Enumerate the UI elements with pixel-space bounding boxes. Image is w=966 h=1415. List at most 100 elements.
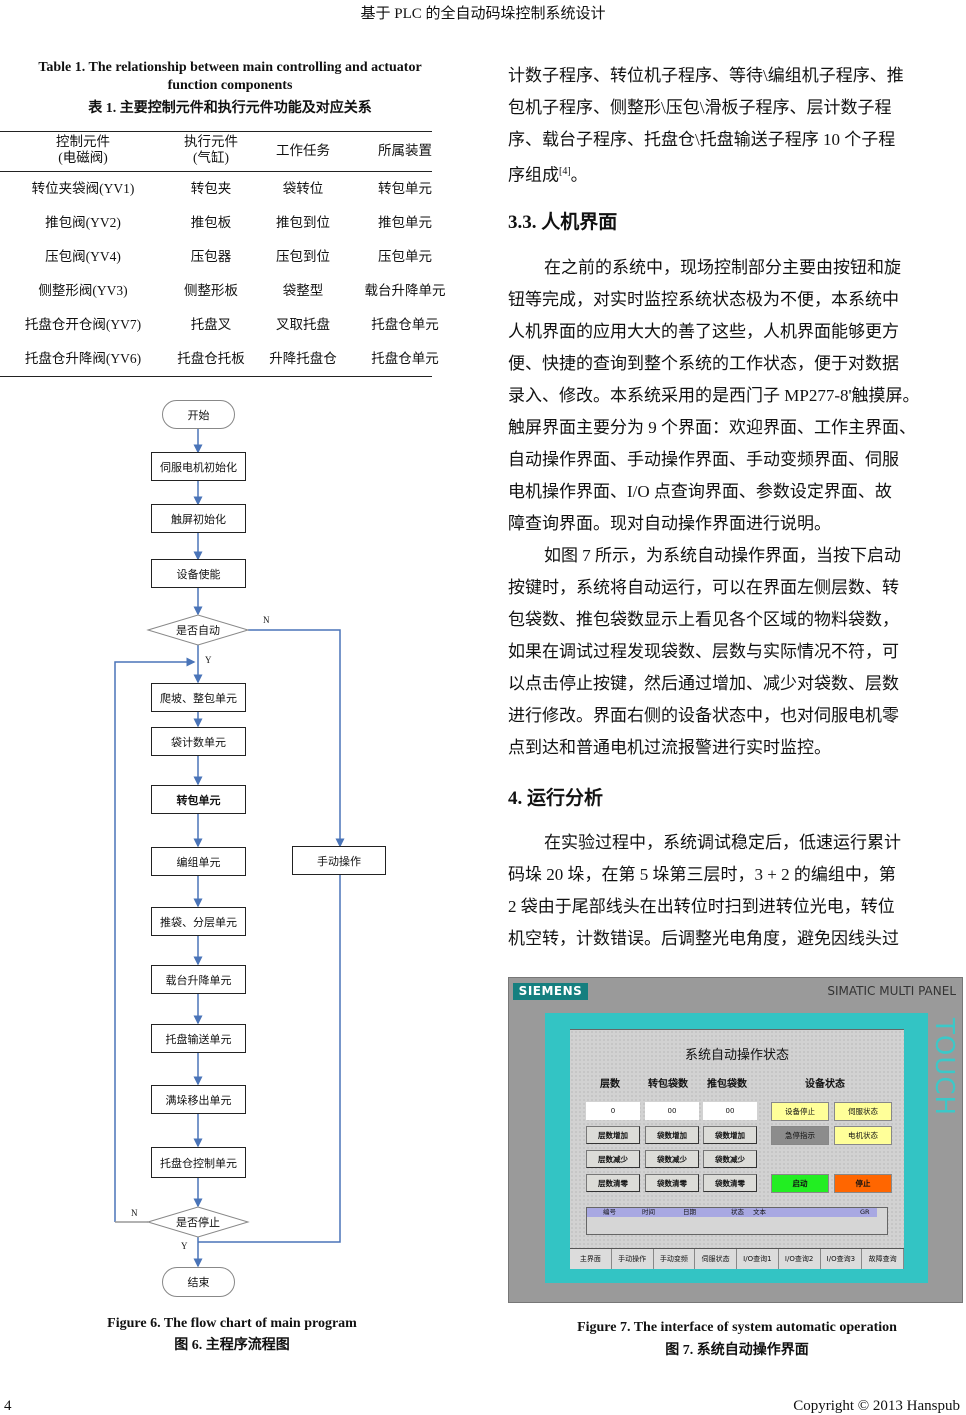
flow-step: 设备使能 <box>151 559 246 588</box>
panel-brand: SIMATIC MULTI PANEL <box>827 984 956 998</box>
alarm-col: 文本 <box>753 1208 766 1216</box>
table-cell: 托盘仓单元 <box>371 351 439 366</box>
hmi-adjust-button[interactable]: 袋数减少 <box>645 1150 699 1168</box>
table-cell: 压包单元 <box>378 249 432 264</box>
hmi-adjust-button[interactable]: 层数减少 <box>586 1150 640 1168</box>
table-cell: 推包到位 <box>276 215 330 230</box>
hmi-adjust-button[interactable]: 袋数清零 <box>645 1174 699 1192</box>
figure7-caption-zh: 图 7. 系统自动操作界面 <box>665 1343 809 1358</box>
table-cell: 转包单元 <box>378 181 432 196</box>
table-top-rule <box>0 131 432 132</box>
text-line: 计数子程序、转位机子程序、等待\编组机子程序、推 <box>508 66 904 85</box>
page-number: 4 <box>4 1398 12 1414</box>
no-label: N <box>131 1208 138 1218</box>
hmi-adjust-button[interactable]: 袋数增加 <box>645 1126 699 1144</box>
flow-step: 伺服电机初始化 <box>151 452 246 481</box>
figure6-caption-en: Figure 6. The flow chart of main program <box>107 1316 357 1331</box>
alarm-col: 编号 <box>603 1208 616 1216</box>
table-cell: 升降托盘仓 <box>269 351 337 366</box>
table-cell: 托盘仓开仓阀(YV7) <box>24 317 142 332</box>
flow-unit: 载台升降单元 <box>151 965 246 994</box>
decision-stop-label: 是否停止 <box>176 1217 220 1229</box>
citation-link[interactable]: [4] <box>559 166 571 177</box>
col-layers: 层数 <box>600 1079 620 1090</box>
text-line: 包机子程序、侧整形\压包\滑板子程序、层计数子程 <box>508 98 892 117</box>
section-heading-4: 4. 运行分析 <box>508 788 604 809</box>
text-line: 机空转，计数错误。后调整光电角度，避免因线头过 <box>508 929 899 948</box>
table-caption-en-2: function components <box>167 78 293 93</box>
table-cell: 载台升降单元 <box>364 283 446 298</box>
alarm-col: 日期 <box>683 1208 696 1216</box>
hmi-nav-button[interactable]: I/O查询3 <box>821 1249 863 1269</box>
alarm-table[interactable]: 编号 时间 日期 状态 文本 GR <box>586 1207 888 1235</box>
table-cell: 托盘叉 <box>190 317 232 332</box>
hmi-adjust-button[interactable]: 层数清零 <box>586 1174 640 1192</box>
col-transfer-bags: 转包袋数 <box>648 1079 688 1090</box>
hmi-nav-button[interactable]: 主界面 <box>570 1249 612 1269</box>
flow-unit: 爬坡、整包单元 <box>151 683 246 712</box>
text-line: 录入、修改。本系统采用的是西门子 MP277-8'触摸屏。 <box>508 386 920 405</box>
hmi-nav-button[interactable]: I/O查询2 <box>779 1249 821 1269</box>
yes-label: Y <box>181 1241 188 1251</box>
table-bottom-rule <box>0 376 432 377</box>
hmi-nav-button[interactable]: 伺服状态 <box>695 1249 737 1269</box>
copyright: Copyright © 2013 Hanspub <box>793 1398 960 1414</box>
flow-unit: 满垛移出单元 <box>151 1085 246 1114</box>
table-cell: 转包夹 <box>190 181 232 196</box>
hmi-nav-button[interactable]: 手动操作 <box>612 1249 654 1269</box>
flow-start: 开始 <box>162 400 235 429</box>
text-line: 进行修改。界面右侧的设备状态中，也对伺服电机零 <box>508 706 899 725</box>
push-bags-value-field[interactable]: 00 <box>703 1102 757 1120</box>
siemens-logo: SIEMENS <box>513 983 588 1000</box>
decision-stop-shape <box>146 1206 250 1238</box>
text-line: 2 袋由于尾部线头在出转位时扫到进转位光电，转位 <box>508 897 895 916</box>
start-button[interactable]: 启动 <box>771 1174 829 1193</box>
text: 序组成 <box>508 165 559 185</box>
no-label: N <box>263 615 270 625</box>
hmi-adjust-button[interactable]: 层数增加 <box>586 1126 640 1144</box>
stop-button[interactable]: 停止 <box>834 1174 892 1193</box>
text-line: 以点击停止按键，然后通过增加、减少对袋数、层数 <box>508 674 899 693</box>
hmi-adjust-button[interactable]: 袋数清零 <box>703 1174 757 1192</box>
table-header-cell: 所属装置 <box>378 143 432 158</box>
table-cell: 转位夹袋阀(YV1) <box>31 181 135 196</box>
header-line: 执行元件 <box>184 134 238 149</box>
decision-auto-label: 是否自动 <box>176 625 220 637</box>
hmi-nav-button[interactable]: 故障查询 <box>862 1249 904 1269</box>
table-header-cell: 工作任务 <box>276 143 330 158</box>
running-header: 基于 PLC 的全自动码垛控制系统设计 <box>360 6 606 22</box>
text-line: 序、载台子程序、托盘仓\托盘输送子程序 10 个子程 <box>508 130 896 149</box>
hmi-nav-button[interactable]: I/O查询1 <box>737 1249 779 1269</box>
table-cell: 叉取托盘 <box>276 317 330 332</box>
section-heading-3-3: 3.3. 人机界面 <box>508 212 618 233</box>
alarm-table-header: 编号 时间 日期 状态 文本 GR <box>587 1208 877 1217</box>
table-cell: 袋整型 <box>282 283 324 298</box>
flow-unit: 编组单元 <box>151 847 246 876</box>
table-cell: 推包单元 <box>378 215 432 230</box>
layers-value-field[interactable]: 0 <box>586 1102 640 1120</box>
transfer-bags-value-field[interactable]: 00 <box>645 1102 699 1120</box>
paragraph-2: 在之前的系统中，现场控制部分主要由按钮和旋钮等完成，对实时监控系统状态极为不便，… <box>508 252 966 540</box>
hmi-nav-button[interactable]: 手动变频 <box>654 1249 696 1269</box>
text-line: 按键时，系统将自动运行，可以在界面左侧层数、转 <box>508 578 899 597</box>
flow-unit: 推袋、分层单元 <box>151 907 246 936</box>
hmi-adjust-button[interactable]: 袋数增加 <box>703 1126 757 1144</box>
alarm-col: 状态 <box>731 1208 744 1216</box>
table-cell: 侧整形阀(YV3) <box>38 283 128 298</box>
table-cell: 压包到位 <box>276 249 330 264</box>
table-cell: 推包板 <box>190 215 232 230</box>
table-caption-zh: 表 1. 主要控制元件和执行元件功能及对应关系 <box>88 101 372 116</box>
device-stop-indicator: 设备停止 <box>771 1102 829 1121</box>
touch-label: TOUCH <box>929 1018 959 1117</box>
paragraph-4: 在实验过程中，系统调试稳定后，低速运行累计码垛 20 垛，在第 5 垛第三层时，… <box>508 827 966 955</box>
text-line: 如果在调试过程发现袋数、层数与实际情况不符，可 <box>508 642 899 661</box>
header-line: (电磁阀) <box>58 150 108 165</box>
hmi-panel-image: SIEMENS SIMATIC MULTI PANEL TOUCH 系统自动操作… <box>508 977 963 1303</box>
hmi-adjust-button[interactable]: 袋数减少 <box>703 1150 757 1168</box>
col-device-status: 设备状态 <box>805 1079 845 1090</box>
text-line: 障查询界面。现对自动操作界面进行说明。 <box>508 514 831 533</box>
table-cell: 袋转位 <box>282 181 324 196</box>
flowchart-connectors <box>114 428 345 1268</box>
flow-unit: 托盘输送单元 <box>151 1024 246 1053</box>
text: 。 <box>570 165 588 185</box>
